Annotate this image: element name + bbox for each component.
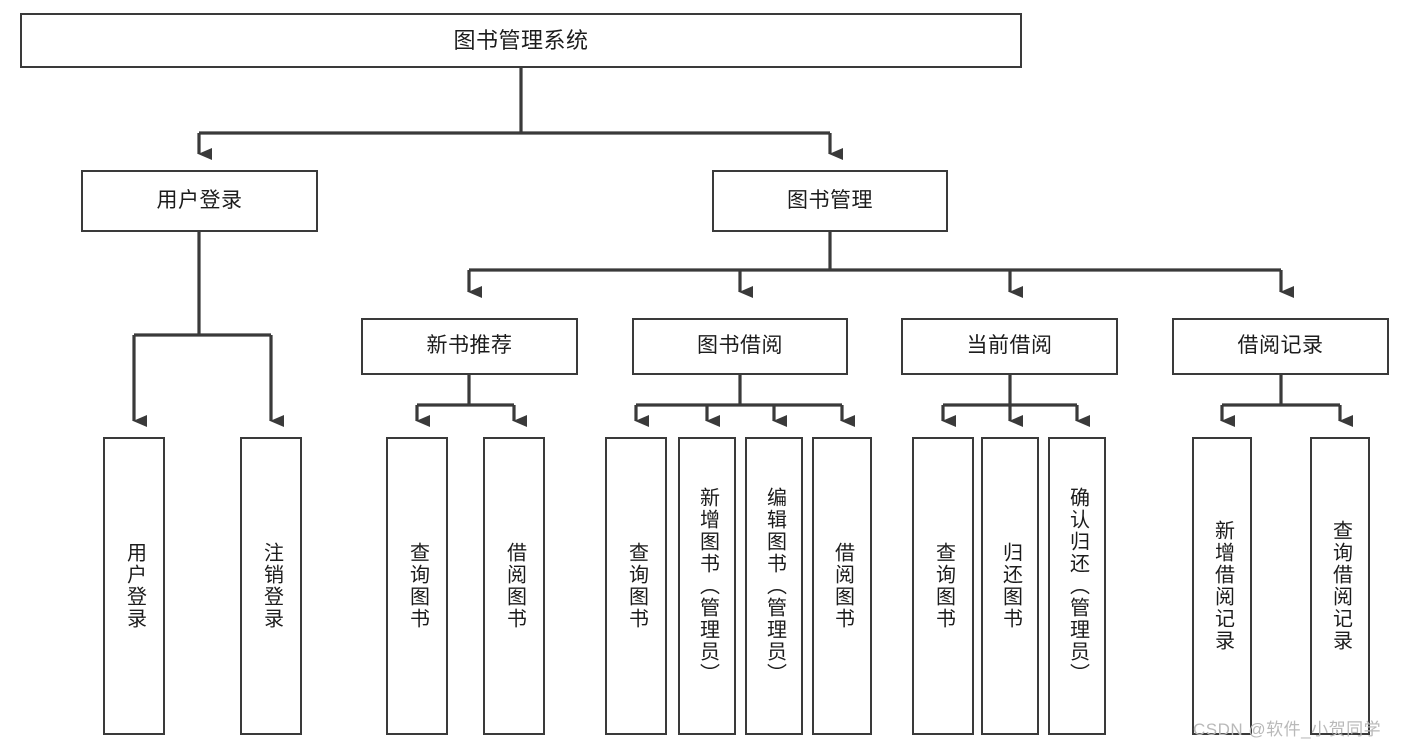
node-user-login-label: 用户登录 [156,188,243,212]
node-leaf-confirm-return-label: 确认归还（管理员） [1066,487,1089,685]
node-root-label: 图书管理系统 [453,27,589,53]
node-new-book-recommend-label: 新书推荐 [426,334,513,358]
node-root[interactable]: 图书管理系统 [20,13,1022,68]
node-leaf-query-book-2[interactable]: 查询图书 [605,437,667,735]
node-leaf-return-book[interactable]: 归还图书 [981,437,1039,735]
node-book-management[interactable]: 图书管理 [712,170,948,232]
node-leaf-user-logout-label: 注销登录 [260,542,283,630]
node-book-management-label: 图书管理 [787,188,873,212]
node-user-login[interactable]: 用户登录 [81,170,318,232]
node-leaf-user-login[interactable]: 用户登录 [103,437,165,735]
node-leaf-borrow-book-2[interactable]: 借阅图书 [812,437,872,735]
node-leaf-query-book-3[interactable]: 查询图书 [912,437,974,735]
node-current-borrow[interactable]: 当前借阅 [901,318,1118,375]
node-borrow-record[interactable]: 借阅记录 [1172,318,1389,375]
node-leaf-confirm-return[interactable]: 确认归还（管理员） [1048,437,1106,735]
node-leaf-add-book-label: 新增图书（管理员） [696,487,719,685]
node-new-book-recommend[interactable]: 新书推荐 [361,318,578,375]
node-leaf-edit-book[interactable]: 编辑图书（管理员） [745,437,803,735]
node-leaf-query-record-label: 查询借阅记录 [1329,520,1352,652]
node-leaf-add-record-label: 新增借阅记录 [1211,520,1234,652]
node-leaf-borrow-book-1[interactable]: 借阅图书 [483,437,545,735]
node-leaf-add-book[interactable]: 新增图书（管理员） [678,437,736,735]
node-book-borrow[interactable]: 图书借阅 [632,318,848,375]
node-borrow-record-label: 借阅记录 [1237,334,1324,358]
node-leaf-user-login-label: 用户登录 [123,542,146,630]
node-book-borrow-label: 图书借阅 [697,334,783,358]
node-leaf-borrow-book-2-label: 借阅图书 [831,542,854,630]
node-leaf-query-book-1-label: 查询图书 [406,542,429,630]
watermark-text: CSDN @软件_小贺同学 [1193,720,1382,739]
node-current-borrow-label: 当前借阅 [966,334,1053,358]
node-leaf-query-book-2-label: 查询图书 [625,542,648,630]
node-leaf-query-book-3-label: 查询图书 [932,542,955,630]
node-leaf-add-record[interactable]: 新增借阅记录 [1192,437,1252,735]
node-leaf-borrow-book-1-label: 借阅图书 [503,542,526,630]
node-leaf-return-book-label: 归还图书 [999,542,1022,630]
node-leaf-edit-book-label: 编辑图书（管理员） [763,487,786,685]
node-leaf-query-book-1[interactable]: 查询图书 [386,437,448,735]
node-leaf-user-logout[interactable]: 注销登录 [240,437,302,735]
node-leaf-query-record[interactable]: 查询借阅记录 [1310,437,1370,735]
